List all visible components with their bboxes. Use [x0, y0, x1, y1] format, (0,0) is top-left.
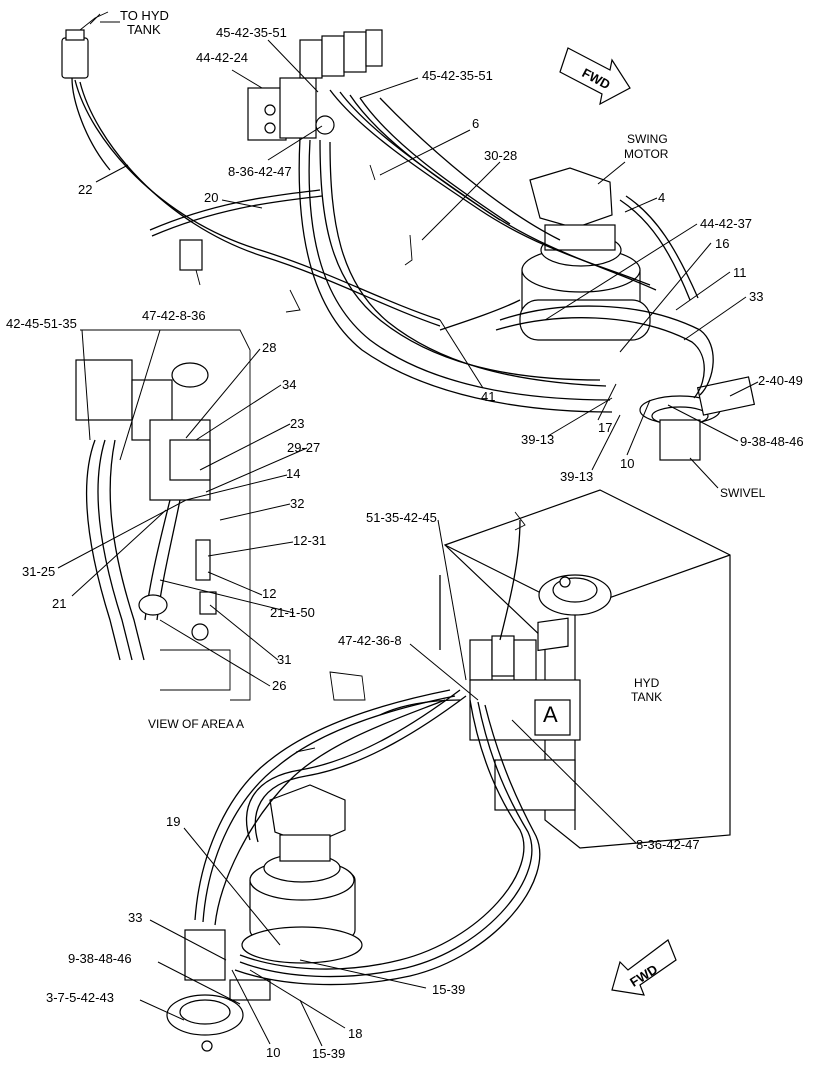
- hyd-tank-filter: [61, 11, 111, 171]
- callout-10-top: 10: [620, 456, 634, 471]
- callout-28: 28: [262, 340, 276, 355]
- callout-6: 6: [472, 116, 479, 131]
- callout-15-39-a: 15-39: [432, 982, 465, 997]
- swing-motor-bottom: [241, 784, 363, 964]
- callout-26: 26: [272, 678, 286, 693]
- callout-21: 21: [52, 596, 66, 611]
- callout-20: 20: [204, 190, 218, 205]
- swivel-bottom: [166, 929, 271, 1052]
- callout-44-42-37: 44-42-37: [700, 216, 752, 231]
- callout-30-28: 30-28: [484, 148, 517, 163]
- callout-45-42-35-51-a: 45-42-35-51: [216, 25, 287, 40]
- callout-15-39-b: 15-39: [312, 1046, 345, 1061]
- callout-9-38-48-46-bottom: 9-38-48-46: [68, 951, 132, 966]
- callout-12: 12: [262, 586, 276, 601]
- swing-motor-top: [519, 167, 651, 341]
- callout-8-36-42-47-bottom: 8-36-42-47: [636, 837, 700, 852]
- callout-18: 18: [348, 1026, 362, 1041]
- callout-to-hyd-tank-line1: TO HYD: [120, 8, 169, 23]
- hyd-tank: [443, 489, 731, 849]
- callout-9-38-48-46-top: 9-38-48-46: [740, 434, 804, 449]
- callout-19: 19: [166, 814, 180, 829]
- callout-16: 16: [715, 236, 729, 251]
- callout-23: 23: [290, 416, 304, 431]
- callout-39-13-a: 39-13: [521, 432, 554, 447]
- callout-42-45-51-35: 42-45-51-35: [6, 316, 77, 331]
- callout-47-42-36-8: 47-42-36-8: [338, 633, 402, 648]
- callout-31: 31: [277, 652, 291, 667]
- callout-hyd-tank-line2: TANK: [631, 690, 662, 704]
- callout-33-top: 33: [749, 289, 763, 304]
- area-a-marker: A: [537, 617, 569, 727]
- callout-32: 32: [290, 496, 304, 511]
- fwd-arrow-bottom: FWD: [611, 939, 677, 996]
- callout-45-42-35-51-b: 45-42-35-51: [422, 68, 493, 83]
- callout-34: 34: [282, 377, 296, 392]
- callout-51-35-42-45: 51-35-42-45: [366, 510, 437, 525]
- callout-3-7-5-42-43: 3-7-5-42-43: [46, 990, 114, 1005]
- callout-swing-motor-line1: SWING: [627, 132, 668, 146]
- bottom-assembly: [166, 489, 731, 1052]
- callout-10-bottom: 10: [266, 1045, 280, 1060]
- swivel-top: [639, 376, 756, 461]
- callout-14: 14: [286, 466, 300, 481]
- callout-33-bottom: 33: [128, 910, 142, 925]
- fwd-arrow-top: FWD: [559, 47, 631, 106]
- control-valve-top: [247, 29, 383, 141]
- callout-2-40-49: 2-40-49: [758, 373, 803, 388]
- view-of-area-a: [75, 329, 251, 701]
- area-a-label: A: [543, 702, 558, 727]
- callout-41: 41: [481, 389, 495, 404]
- callout-swing-motor-line2: MOTOR: [624, 147, 669, 161]
- callout-17: 17: [598, 420, 612, 435]
- callout-29-27: 29-27: [287, 440, 320, 455]
- callout-8-36-42-47-top: 8-36-42-47: [228, 164, 292, 179]
- callout-swivel: SWIVEL: [720, 486, 766, 500]
- callout-11: 11: [733, 265, 747, 280]
- callout-12-31: 12-31: [293, 533, 326, 548]
- callout-47-42-8-36: 47-42-8-36: [142, 308, 206, 323]
- callout-44-42-24: 44-42-24: [196, 50, 248, 65]
- top-assembly: [61, 11, 756, 461]
- callout-4: 4: [658, 190, 665, 205]
- view-of-area-a-caption: VIEW OF AREA A: [148, 717, 244, 731]
- callout-to-hyd-tank-line2: TANK: [127, 22, 161, 37]
- callout-31-25: 31-25: [22, 564, 55, 579]
- callout-22: 22: [78, 182, 92, 197]
- control-valve-bottom: [329, 635, 581, 811]
- leader-lines: [57, 21, 759, 1047]
- callout-21-1-50: 21-1-50: [270, 605, 315, 620]
- callout-hyd-tank-line1: HYD: [634, 676, 660, 690]
- callout-39-13-b: 39-13: [560, 469, 593, 484]
